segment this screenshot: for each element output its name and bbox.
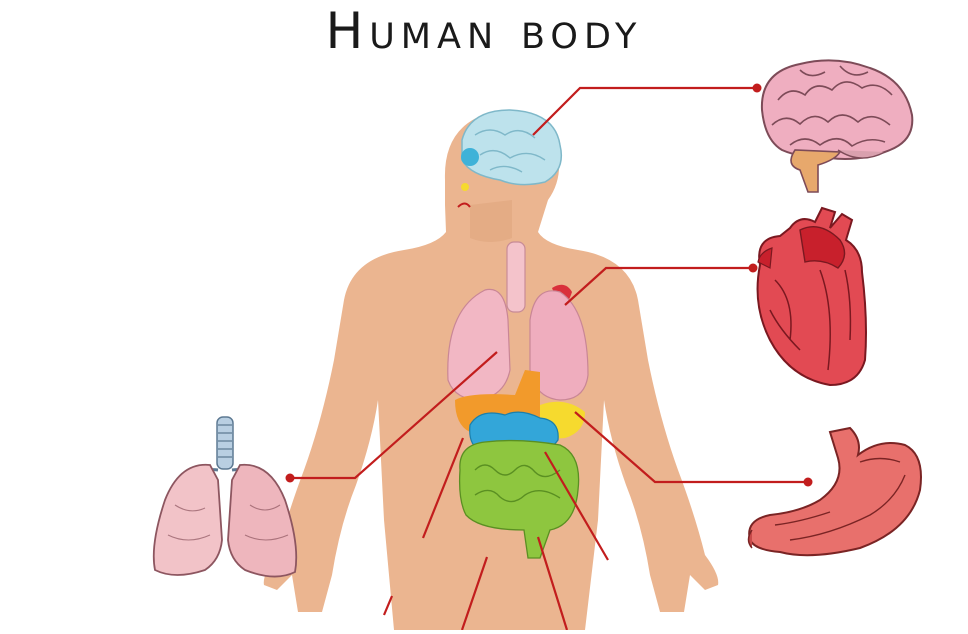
stomach-icon [749, 428, 922, 555]
leader-brain [533, 88, 757, 135]
leader-unlabeled-5 [384, 596, 392, 615]
neck [470, 200, 512, 242]
diagram-title: Human body [0, 2, 968, 60]
lungs-icon [154, 417, 297, 577]
figure-trachea [507, 242, 525, 312]
brain-icon [762, 60, 912, 192]
heart-icon [758, 208, 866, 385]
